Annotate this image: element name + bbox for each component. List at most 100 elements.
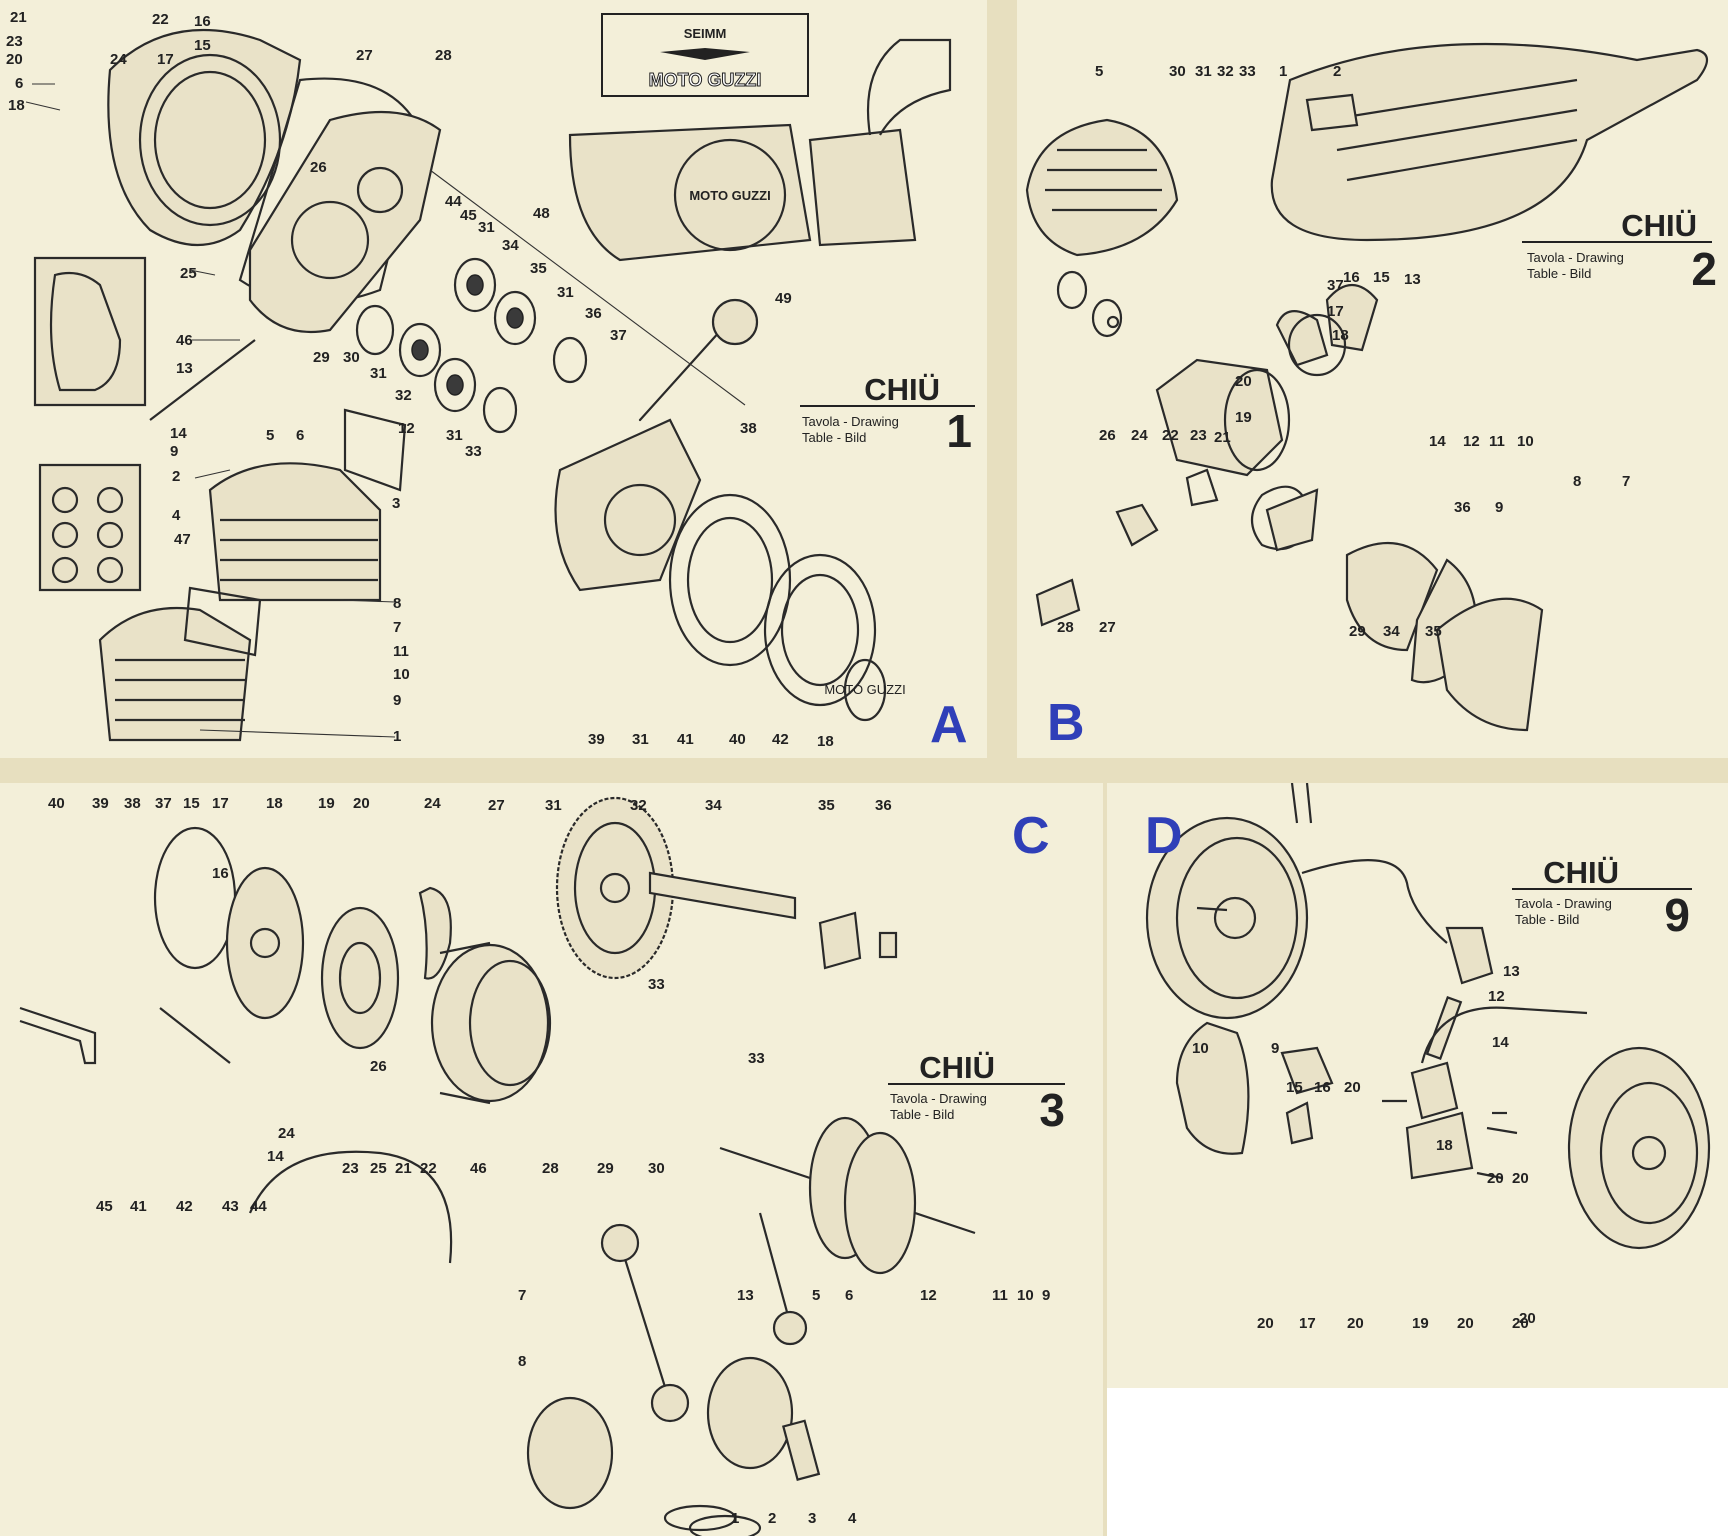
shaft-34 [648,871,797,920]
svg-text:8: 8 [393,595,401,612]
panel-d-subtitle1: Tavola - Drawing [1515,896,1612,911]
svg-text:10: 10 [1517,433,1534,450]
svg-text:23: 23 [342,1160,359,1177]
screws-20 [1382,1099,1518,1180]
svg-text:37: 37 [1327,277,1344,294]
svg-text:17: 17 [1327,303,1344,320]
ht-coil-18 [1405,1006,1588,1180]
panel-d-drawing-number: 9 [1664,889,1690,941]
svg-text:9: 9 [1042,1287,1050,1304]
panel-b-subtitle1: Tavola - Drawing [1527,250,1624,265]
nut-36 [878,931,898,959]
svg-text:20: 20 [6,51,23,68]
svg-text:7: 7 [518,1287,526,1304]
panel-c-subtitle2: Table - Bild [890,1107,954,1122]
svg-text:41: 41 [677,731,694,748]
panel-a-subtitle1: Tavola - Drawing [802,414,899,429]
rod-42 [159,1007,231,1064]
seal-set-47 [38,463,142,592]
head-gasket-7 [183,586,262,657]
svg-text:37: 37 [610,327,627,344]
svg-text:2: 2 [1333,63,1341,80]
connecting-rods [600,1212,808,1423]
diagram-a: SEIMM MOTO GUZZI MOTO GUZZI MOTO GUZZI 2… [6,9,975,754]
hv-cable [1301,859,1448,944]
svg-text:5: 5 [266,427,274,444]
svg-text:42: 42 [176,1198,193,1215]
svg-text:32: 32 [630,797,647,814]
svg-text:18: 18 [1332,327,1349,344]
svg-text:29: 29 [1349,623,1366,640]
svg-text:5: 5 [1095,63,1103,80]
svg-text:31: 31 [632,731,649,748]
svg-text:34: 34 [1383,623,1400,640]
panel-c-subtitle1: Tavola - Drawing [890,1091,987,1106]
svg-text:10: 10 [1017,1287,1034,1304]
svg-text:8: 8 [518,1353,526,1370]
spark-plug-cap-12 [1445,926,1494,985]
svg-text:31: 31 [557,284,574,301]
svg-text:32: 32 [1217,63,1234,80]
svg-text:15: 15 [1373,269,1390,286]
svg-text:15: 15 [183,795,200,812]
svg-text:20: 20 [1519,1310,1536,1327]
svg-text:20: 20 [353,795,370,812]
svg-text:18: 18 [8,97,25,114]
bearings [355,257,588,434]
panel-b-title: CHIÜ [1621,208,1697,243]
panel-divider-vertical [987,0,1017,758]
svg-text:35: 35 [818,797,835,814]
svg-text:35: 35 [530,260,547,277]
logo-main-text: MOTO GUZZI [649,70,762,90]
svg-text:9: 9 [1495,499,1503,516]
svg-text:42: 42 [772,731,789,748]
svg-text:46: 46 [176,332,193,349]
panel-a-drawing-number: 1 [946,405,972,457]
svg-text:41: 41 [130,1198,147,1215]
svg-text:33: 33 [648,976,665,993]
svg-text:47: 47 [174,531,191,548]
svg-text:15: 15 [194,37,211,54]
panel-a-letter: A [930,696,968,754]
seimm-moto-guzzi-logo: SEIMM MOTO GUZZI [601,13,809,97]
svg-text:26: 26 [310,159,327,176]
svg-text:21: 21 [10,9,27,26]
svg-text:21: 21 [395,1160,412,1177]
engine-cover-text: MOTO GUZZI [689,188,770,203]
part-labels-d: 13 12 14 10 9 15 16 20 18 20 20 19 20 20… [1192,963,1536,1332]
svg-text:27: 27 [1099,619,1116,636]
svg-text:30: 30 [648,1160,665,1177]
svg-text:11: 11 [1489,433,1505,450]
panel-a-engine-case: SEIMM MOTO GUZZI MOTO GUZZI MOTO GUZZI 2… [0,0,987,758]
svg-text:7: 7 [393,619,401,636]
svg-text:39: 39 [92,795,109,812]
svg-text:2: 2 [172,468,180,485]
panel-b-subtitle2: Table - Bild [1527,266,1591,281]
title-block-b: CHIÜ Tavola - Drawing Table - Bild 2 [1522,208,1717,295]
svg-text:17: 17 [212,795,229,812]
flywheel-rings: MOTO GUZZI [668,493,906,722]
svg-text:5: 5 [812,1287,820,1304]
svg-text:20: 20 [1257,1315,1274,1332]
crankshaft-assembly [554,298,759,592]
svg-text:1: 1 [731,1510,739,1527]
svg-text:28: 28 [435,47,452,64]
svg-text:18: 18 [817,733,834,750]
kick-lever-40 [19,1006,97,1065]
svg-text:33: 33 [748,1050,765,1067]
svg-text:40: 40 [729,731,746,748]
panel-d-subtitle2: Table - Bild [1515,912,1579,927]
svg-text:10: 10 [1192,1040,1209,1057]
coil-16 [1280,1046,1334,1095]
engine-assembled-view: MOTO GUZZI [568,38,952,262]
pistons [526,1356,821,1536]
svg-text:9: 9 [1271,1040,1279,1057]
svg-text:48: 48 [533,205,550,222]
svg-text:22: 22 [420,1160,437,1177]
svg-text:28: 28 [542,1160,559,1177]
svg-text:1: 1 [1279,63,1287,80]
svg-text:39: 39 [588,731,605,748]
clutch-cover-plate-18 [225,866,305,1020]
svg-text:20: 20 [1347,1315,1364,1332]
air-filter-cover-5 [1025,118,1179,257]
